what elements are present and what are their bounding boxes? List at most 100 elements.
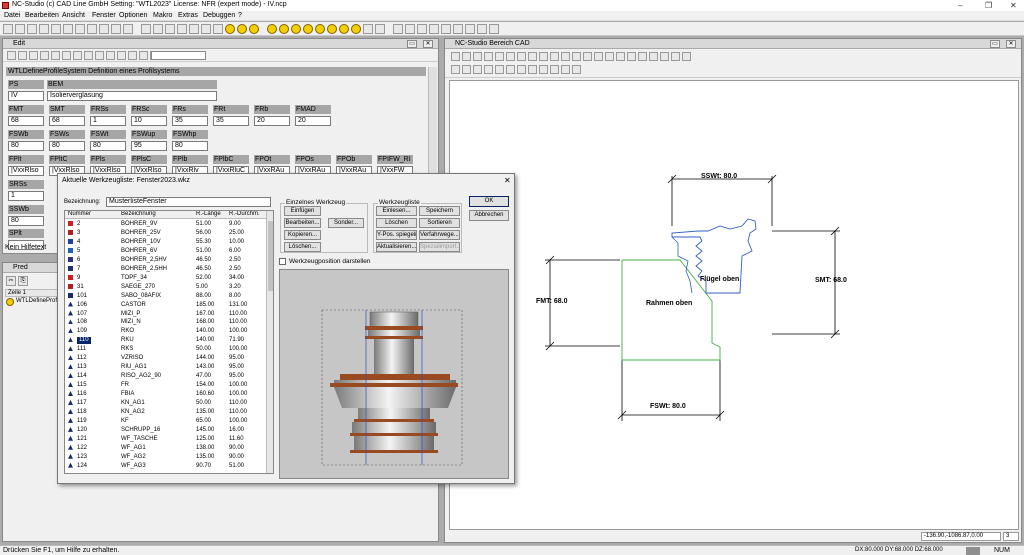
toolbar-tool-icon[interactable] bbox=[393, 24, 403, 34]
toolbar-tool-icon[interactable] bbox=[477, 24, 487, 34]
cad-view-icon[interactable] bbox=[495, 65, 504, 74]
kopieren-button[interactable]: Kopieren... bbox=[284, 230, 321, 240]
cad-draw-icon[interactable] bbox=[572, 52, 581, 61]
werkzeugposition-checkbox[interactable] bbox=[279, 258, 286, 265]
cad-draw-icon[interactable] bbox=[594, 52, 603, 61]
field-input[interactable]: 68 bbox=[49, 116, 85, 126]
menu-ansicht[interactable]: Ansicht bbox=[62, 12, 85, 19]
loeschen-button[interactable]: Löschen... bbox=[284, 242, 321, 252]
edit-tool-icon[interactable] bbox=[139, 51, 148, 60]
edit-tool-icon[interactable] bbox=[128, 51, 137, 60]
cad-view-icon[interactable] bbox=[484, 65, 493, 74]
tool-row[interactable]: 122WF_AG1138.0090.00 bbox=[65, 445, 265, 452]
toolbar-tool-icon[interactable] bbox=[201, 24, 211, 34]
cad-draw-icon[interactable] bbox=[671, 52, 680, 61]
cad-view-icon[interactable] bbox=[561, 65, 570, 74]
toolbar-tool-icon[interactable] bbox=[141, 24, 151, 34]
tool-list-scrollbar[interactable] bbox=[266, 211, 274, 473]
einlesen-button[interactable]: Einlesen... bbox=[376, 206, 417, 216]
tool-row[interactable]: 6BOHRER_2,5HV46.502.50 bbox=[65, 257, 265, 264]
edit-tool-icon[interactable] bbox=[73, 51, 82, 60]
field-input[interactable]: |VxxRlso bbox=[8, 166, 44, 176]
tool-row[interactable]: 119KF65.00100.00 bbox=[65, 418, 265, 425]
tool-row[interactable]: 7BOHRER_2,5HH46.502.50 bbox=[65, 266, 265, 273]
tool-row[interactable]: 110RKU140.0071.90 bbox=[65, 337, 265, 344]
field-input[interactable]: 68 bbox=[8, 116, 44, 126]
toolbar-tool-icon[interactable] bbox=[177, 24, 187, 34]
edit-tool-icon[interactable] bbox=[95, 51, 104, 60]
toolbar-tool-icon[interactable] bbox=[237, 24, 247, 34]
field-input[interactable]: 20 bbox=[254, 116, 290, 126]
toolbar-tool-icon[interactable] bbox=[291, 24, 301, 34]
field-input[interactable]: 80 bbox=[172, 141, 208, 151]
toolbar-tool-icon[interactable] bbox=[315, 24, 325, 34]
tool-row[interactable]: 115FR154.00100.00 bbox=[65, 382, 265, 389]
cad-draw-icon[interactable] bbox=[616, 52, 625, 61]
copy-icon[interactable]: ⎘ bbox=[18, 276, 28, 286]
edit-minimize-icon[interactable]: ▭ bbox=[407, 40, 417, 48]
field-input[interactable]: 35 bbox=[172, 116, 208, 126]
tool-row[interactable]: 9TOPF_3452.0034.00 bbox=[65, 275, 265, 282]
toolbar-tool-icon[interactable] bbox=[363, 24, 373, 34]
toolbar-tool-icon[interactable] bbox=[27, 24, 37, 34]
cad-view-icon[interactable] bbox=[506, 65, 515, 74]
cad-close-icon[interactable]: ✕ bbox=[1006, 40, 1016, 48]
toolbar-tool-icon[interactable] bbox=[99, 24, 109, 34]
pred-row[interactable]: WTLDefineProfile bbox=[16, 298, 63, 304]
tool-row[interactable]: 107MIZI_P167.00110.00 bbox=[65, 311, 265, 318]
cad-canvas[interactable]: SSWt: 80.0 SMT: 68.0 FMT: 68.0 FSWt: 80.… bbox=[449, 80, 1019, 530]
toolbar-tool-icon[interactable] bbox=[417, 24, 427, 34]
field-input[interactable]: 80 bbox=[49, 141, 85, 151]
toolbar-tool-icon[interactable] bbox=[267, 24, 277, 34]
col-r-laenge[interactable]: R.-Länge bbox=[196, 211, 221, 217]
toolbar-tool-icon[interactable] bbox=[441, 24, 451, 34]
cad-view-icon[interactable] bbox=[539, 65, 548, 74]
tool-row[interactable]: 113RIU_AG1143.0095.00 bbox=[65, 364, 265, 371]
field-input[interactable]: 80 bbox=[8, 216, 44, 226]
menu-help[interactable]: ? bbox=[238, 12, 242, 19]
tool-row[interactable]: 124WF_AG390.7051.00 bbox=[65, 463, 265, 470]
toolbar-tool-icon[interactable] bbox=[189, 24, 199, 34]
toolbar-tool-icon[interactable] bbox=[87, 24, 97, 34]
menu-fenster[interactable]: Fenster bbox=[92, 12, 116, 19]
toolbar-tool-icon[interactable] bbox=[279, 24, 289, 34]
cad-view-icon[interactable] bbox=[528, 65, 537, 74]
field-input[interactable]: 1 bbox=[90, 116, 126, 126]
cad-draw-icon[interactable] bbox=[583, 52, 592, 61]
cad-draw-icon[interactable] bbox=[517, 52, 526, 61]
field-input[interactable]: 35 bbox=[213, 116, 249, 126]
cad-view-icon[interactable] bbox=[550, 65, 559, 74]
cad-draw-icon[interactable] bbox=[550, 52, 559, 61]
tool-row[interactable]: 106CASTOR185.00131.00 bbox=[65, 302, 265, 309]
edit-tool-icon[interactable] bbox=[7, 51, 16, 60]
toolbar-tool-icon[interactable] bbox=[123, 24, 133, 34]
ok-button[interactable]: OK bbox=[469, 196, 509, 207]
list-loeschen-button[interactable]: Löschen bbox=[376, 218, 417, 228]
toolbar-tool-icon[interactable] bbox=[375, 24, 385, 34]
tool-row[interactable]: 4BOHRER_10V55.3010.00 bbox=[65, 239, 265, 246]
cad-draw-icon[interactable] bbox=[561, 52, 570, 61]
tool-row[interactable]: 123WF_AG2135.0090.00 bbox=[65, 454, 265, 461]
tool-row[interactable]: 112VZRISO144.0095.00 bbox=[65, 355, 265, 362]
toolbar-tool-icon[interactable] bbox=[63, 24, 73, 34]
field-input[interactable]: 80 bbox=[90, 141, 126, 151]
col-nummer[interactable]: Nummer bbox=[68, 211, 91, 217]
tool-row[interactable]: 2BOHRER_9V51.009.00 bbox=[65, 221, 265, 228]
cut-icon[interactable]: ✂ bbox=[6, 276, 16, 286]
dialog-close-icon[interactable]: ✕ bbox=[504, 176, 511, 185]
cad-draw-icon[interactable] bbox=[506, 52, 515, 61]
cad-view-icon[interactable] bbox=[473, 65, 482, 74]
toolbar-tool-icon[interactable] bbox=[249, 24, 259, 34]
scroll-thumb[interactable] bbox=[268, 221, 273, 291]
toolbar-tool-icon[interactable] bbox=[489, 24, 499, 34]
toolbar-tool-icon[interactable] bbox=[225, 24, 235, 34]
tool-row[interactable]: 120SCHRUPP_16145.0016.00 bbox=[65, 427, 265, 434]
toolbar-tool-icon[interactable] bbox=[429, 24, 439, 34]
cad-draw-icon[interactable] bbox=[682, 52, 691, 61]
cad-view-icon[interactable] bbox=[517, 65, 526, 74]
field-input[interactable]: 80 bbox=[8, 141, 44, 151]
cad-draw-icon[interactable] bbox=[605, 52, 614, 61]
toolbar-tool-icon[interactable] bbox=[15, 24, 25, 34]
toolbar-tool-icon[interactable] bbox=[75, 24, 85, 34]
cad-draw-icon[interactable] bbox=[539, 52, 548, 61]
